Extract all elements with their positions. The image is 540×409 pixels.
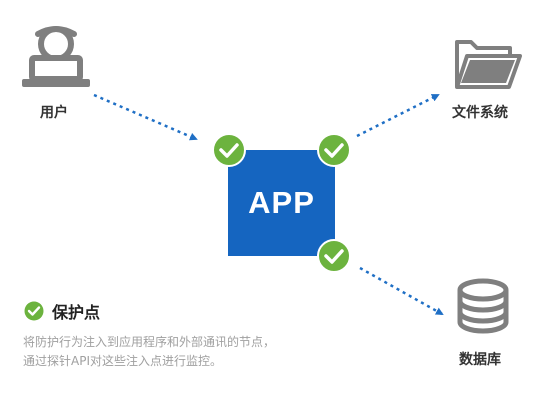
user-label: 用户 — [40, 105, 68, 121]
description-line: 通过探针API对这些注入点进行监控。 — [23, 354, 222, 368]
app-box: APP — [228, 150, 335, 256]
legend-title: 保护点 — [52, 303, 101, 322]
description-line: 将防护行为注入到应用程序和外部通讯的节点， — [23, 335, 276, 349]
user-icon — [22, 26, 90, 87]
arrow-user-to-app — [93, 93, 198, 141]
app-label: APP — [248, 185, 315, 220]
filesystem-label: 文件系统 — [452, 105, 508, 121]
database-label: 数据库 — [459, 352, 501, 368]
arrow-app-to-filesystem — [356, 93, 440, 138]
legend-description: 将防护行为注入到应用程序和外部通讯的节点， 通过探针API对这些注入点进行监控。 — [23, 333, 275, 371]
check-icon — [24, 301, 44, 321]
legend: 保护点 — [24, 299, 100, 323]
check-icon — [317, 239, 351, 273]
arrow-app-to-database — [359, 266, 444, 316]
database-icon — [457, 278, 509, 334]
check-icon — [212, 133, 246, 167]
check-icon — [317, 133, 351, 167]
folder-icon — [455, 40, 522, 89]
